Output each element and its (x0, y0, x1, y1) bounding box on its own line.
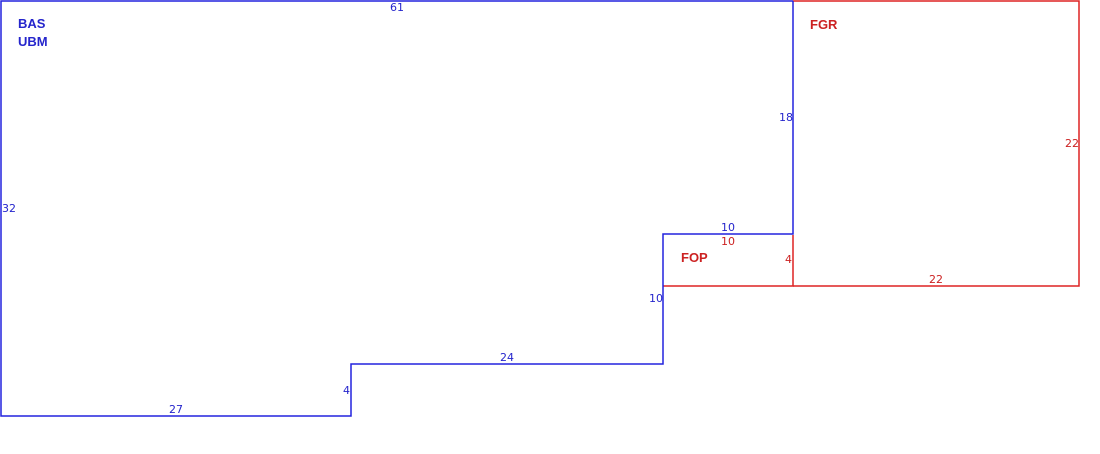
dim-bas-left: 32 (2, 202, 16, 215)
dim-fop-top: 10 (721, 235, 735, 248)
fgr-outline (793, 0, 1080, 287)
dim-bas-step-small: 4 (343, 384, 350, 397)
fop-outline (663, 235, 794, 287)
dim-fgr-right: 22 (1065, 137, 1079, 150)
bas-outline (0, 0, 794, 417)
bas-area-label: BAS (18, 16, 46, 31)
dim-bas-mid-bottom: 24 (500, 351, 514, 364)
ubm-area-label: UBM (18, 34, 48, 49)
dim-bas-notch-top: 10 (721, 221, 735, 234)
dim-bas-bottom-left: 27 (169, 403, 183, 416)
dim-fgr-bottom: 22 (929, 273, 943, 286)
fgr-area-label: FGR (810, 17, 838, 32)
fop-area-label: FOP (681, 250, 708, 265)
dim-bas-top: 61 (390, 1, 404, 14)
dim-bas-step-right: 10 (649, 292, 663, 305)
dim-fop-right: 4 (785, 253, 792, 266)
dim-bas-right-upper: 18 (779, 111, 793, 124)
